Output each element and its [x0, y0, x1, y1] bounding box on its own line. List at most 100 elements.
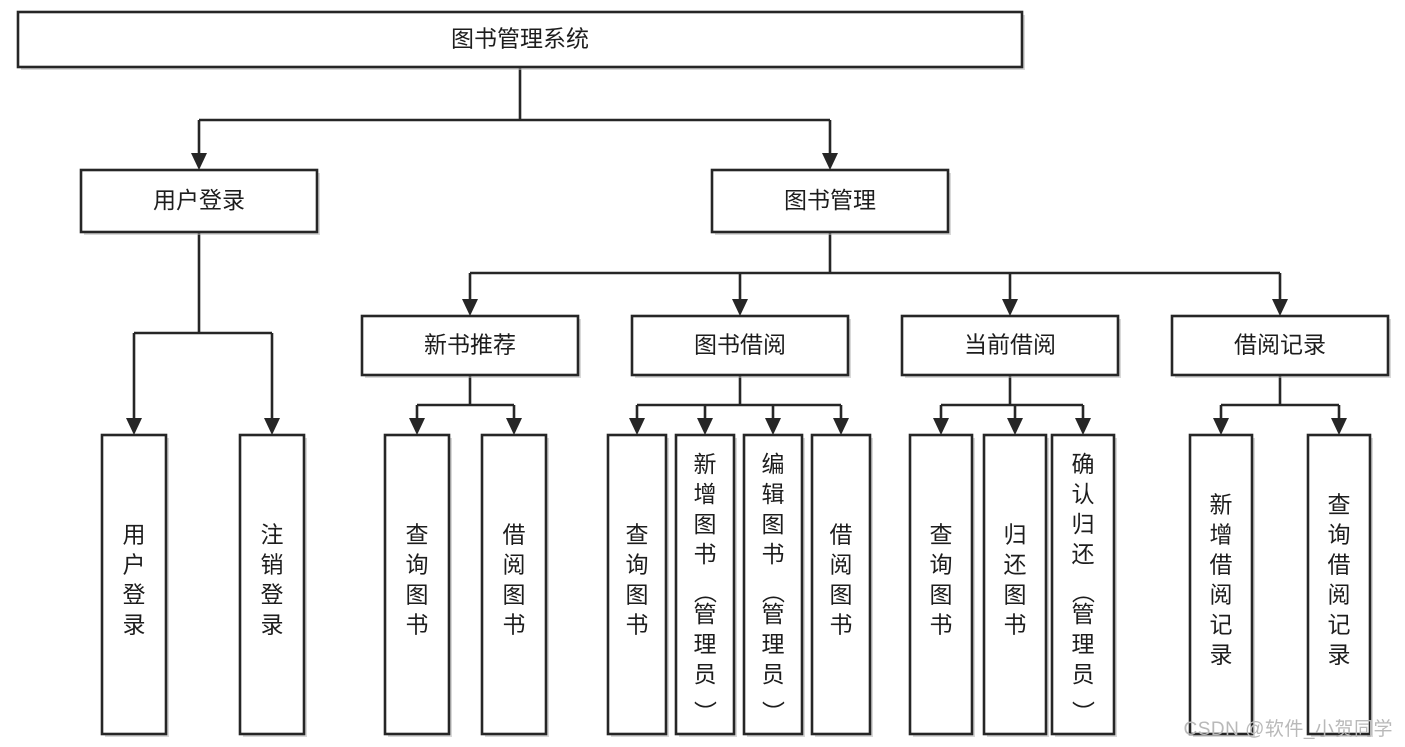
node-label-char: 员 [694, 661, 717, 687]
node-label-char: 记 [1210, 612, 1233, 638]
node-label: 图书管理系统 [451, 26, 589, 52]
arrow-head-icon [1213, 418, 1229, 435]
arrow-head-icon [933, 418, 949, 435]
node-label-char: 还 [1072, 541, 1095, 567]
node-label-char: 书 [694, 541, 717, 567]
node-label-char: 阅 [503, 552, 526, 578]
node-label: 新书推荐 [424, 332, 516, 358]
node-label-char: 图 [1004, 582, 1027, 608]
node-label-char: 借 [830, 522, 853, 548]
node-label-char: 管 [1072, 601, 1095, 627]
arrow-head-icon [1075, 418, 1091, 435]
node-label-char: 注 [261, 522, 284, 548]
node-label-char: 查 [626, 522, 649, 548]
node-root-图书管理系统[interactable]: 图书管理系统 [16, 10, 1025, 70]
box-outline [710, 168, 950, 234]
node-label: 当前借阅 [964, 332, 1056, 358]
node-label-char: 图 [830, 582, 853, 608]
node-label-char: 借 [1328, 552, 1351, 578]
node-label-char: 书 [626, 612, 649, 638]
node-label-char: 图 [694, 511, 717, 537]
node-label-char: 用 [123, 522, 146, 548]
node-label-char: 阅 [1328, 582, 1351, 608]
box-outline [16, 10, 1024, 69]
box-outline [100, 433, 168, 736]
node-label-char: 编 [762, 451, 785, 477]
node-label-char: 管 [694, 601, 717, 627]
box-outline [630, 314, 850, 377]
node-label-char: 书 [1004, 612, 1027, 638]
node-label-char: 查 [930, 522, 953, 548]
arrow-head-icon [732, 299, 748, 316]
node-label-char: 录 [123, 612, 146, 638]
node-label-char: 查 [406, 522, 429, 548]
node-label-char: 书 [406, 612, 429, 638]
node-new-book-recommend[interactable]: 新书推荐 [360, 314, 581, 378]
node-label-char: ） [760, 701, 786, 724]
arrow-head-icon [697, 418, 713, 435]
node-label-char: 销 [261, 552, 284, 578]
node-leaf-user-login[interactable]: 用户登录 [100, 433, 169, 737]
box-outline [383, 433, 451, 736]
arrow-head-icon [191, 153, 207, 170]
arrow-head-icon [1272, 299, 1288, 316]
node-label-char: 理 [694, 631, 717, 657]
arrow-head-icon [126, 418, 142, 435]
arrow-head-icon [822, 153, 838, 170]
node-current-borrow[interactable]: 当前借阅 [900, 314, 1121, 378]
node-label-char: 认 [1072, 481, 1095, 507]
node-label-char: 阅 [1210, 582, 1233, 608]
node-label-char: ） [692, 701, 718, 724]
node-label-char: 户 [123, 552, 146, 578]
node-label-char: 阅 [830, 552, 853, 578]
node-book-borrow[interactable]: 图书借阅 [630, 314, 851, 378]
box-outline [1188, 433, 1254, 736]
node-label-char: （ [692, 581, 718, 604]
node-label-char: 员 [762, 661, 785, 687]
node-borrow-record[interactable]: 借阅记录 [1170, 314, 1391, 378]
arrow-head-icon [1331, 418, 1347, 435]
node-label-char: 询 [626, 552, 649, 578]
node-label-char: 辑 [762, 481, 785, 507]
box-outline [742, 433, 804, 736]
node-label-char: 询 [1328, 522, 1351, 548]
node-label-char: 增 [694, 481, 717, 507]
node-label-char: 登 [261, 582, 284, 608]
node-label-char: 登 [123, 582, 146, 608]
node-label-char: 还 [1004, 552, 1027, 578]
node-label-char: 归 [1072, 511, 1095, 537]
node-label-char: 询 [406, 552, 429, 578]
node-label-char: 归 [1004, 522, 1027, 548]
arrow-head-icon [264, 418, 280, 435]
box-outline [982, 433, 1048, 736]
node-label-char: 书 [762, 541, 785, 567]
node-label-char: 借 [503, 522, 526, 548]
node-user-login[interactable]: 用户登录 [79, 168, 320, 235]
arrow-head-icon [1007, 418, 1023, 435]
box-outline [360, 314, 580, 377]
node-label: 图书借阅 [694, 332, 786, 358]
arrow-head-icon [765, 418, 781, 435]
node-label-char: 图 [503, 582, 526, 608]
box-outline [238, 433, 306, 736]
node-label-char: 员 [1072, 661, 1095, 687]
node-book-manage[interactable]: 图书管理 [710, 168, 951, 235]
node-label-char: 书 [503, 612, 526, 638]
node-label-char: 理 [762, 631, 785, 657]
arrow-head-icon [629, 418, 645, 435]
node-label: 用户登录 [153, 187, 245, 213]
arrow-head-icon [833, 418, 849, 435]
